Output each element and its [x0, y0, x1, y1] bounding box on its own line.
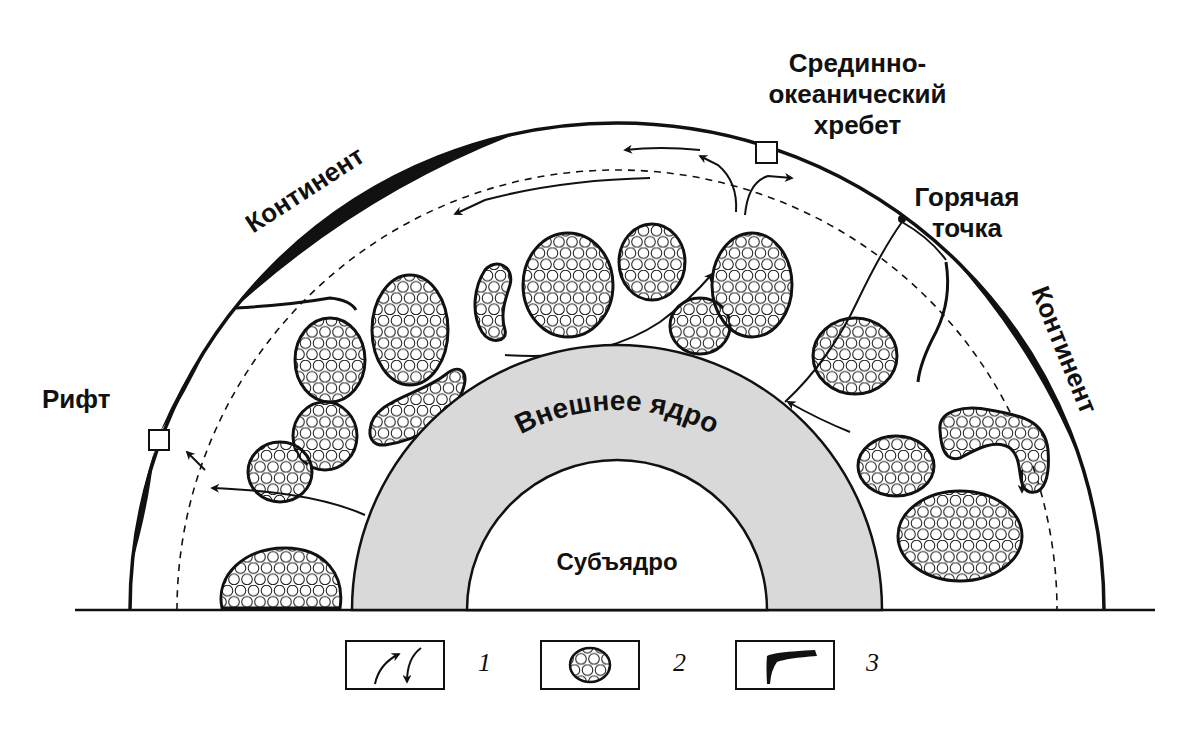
subcore-label: Субъядро — [467, 548, 767, 576]
rift-fragment — [160, 345, 208, 432]
legend-blob-symbol — [542, 642, 638, 688]
ridge-marker — [756, 142, 777, 163]
rift-label: Рифт — [42, 384, 110, 415]
mantle-blobs — [221, 224, 1048, 608]
rift-fragment — [133, 452, 154, 560]
flow-symbol — [407, 648, 421, 682]
core-label-path: Внешнее ядро — [510, 385, 724, 440]
earth-surface — [130, 123, 1104, 610]
legend-flow-sample — [345, 640, 445, 690]
legend-flow-symbol — [347, 642, 443, 688]
legend-slab-symbol — [737, 642, 833, 688]
legend-blob-sample — [540, 640, 640, 690]
legend-number: 2 — [673, 648, 686, 678]
subcore-fill — [467, 460, 767, 610]
rift-marker — [149, 430, 169, 450]
continent-label: Континент — [1024, 282, 1103, 419]
legend-number: 1 — [478, 648, 491, 678]
core-label: Внешнее ядро — [510, 385, 724, 440]
continent-plate — [233, 134, 516, 310]
outer-core-fill — [352, 345, 882, 610]
blob-symbol — [570, 648, 610, 682]
flow-symbol — [375, 654, 399, 684]
slab-symbol — [767, 650, 818, 684]
subcore-shape — [467, 460, 767, 610]
outer-core-band: Внешнее ядроСубъядро — [352, 345, 882, 610]
ridge-label: Срединно-океанический хребет — [750, 48, 965, 142]
legend-number: 3 — [866, 648, 879, 678]
legend-slab-sample — [735, 640, 835, 690]
hotspot-label: Горячая точка — [897, 182, 1037, 244]
subcore: Субъядро — [467, 460, 767, 610]
continent-label: Континент — [240, 140, 370, 240]
hotspot-dot — [898, 215, 906, 223]
